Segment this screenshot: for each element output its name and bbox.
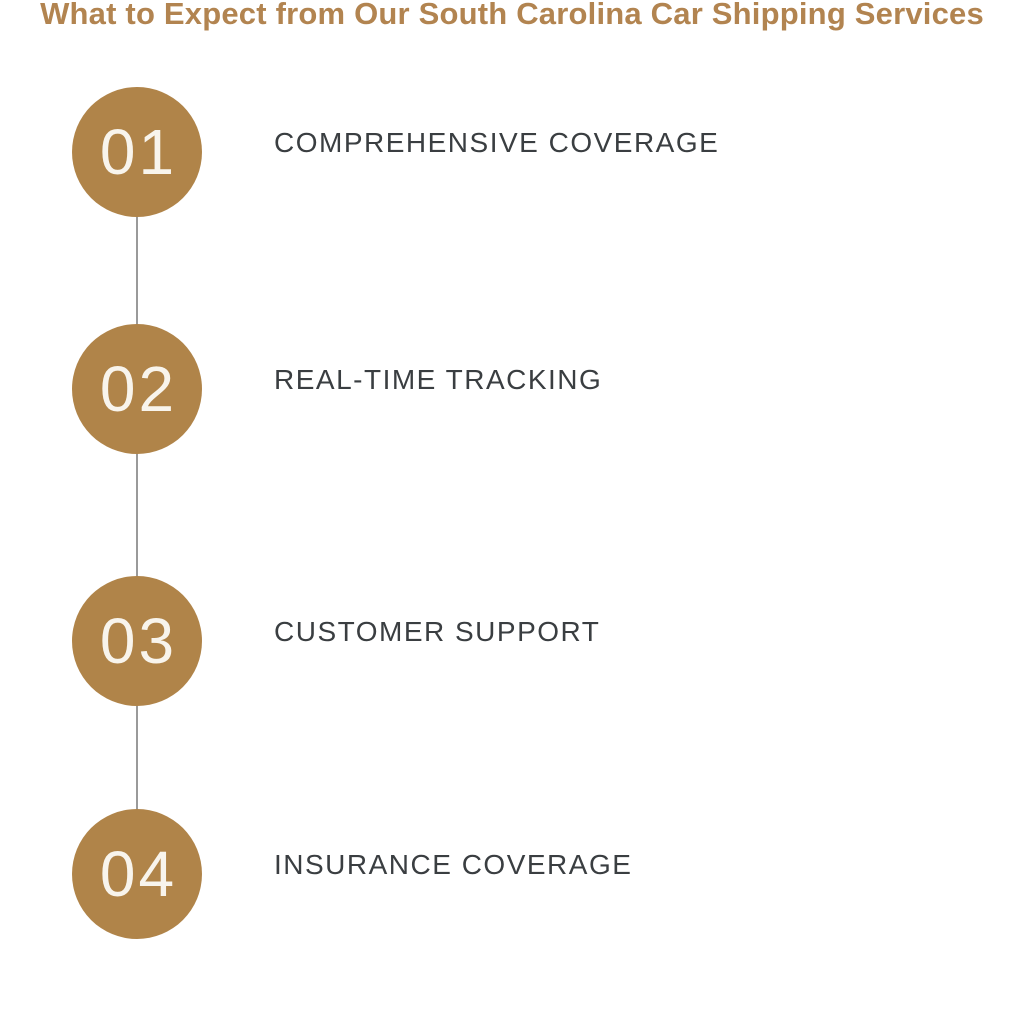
step-2-number: 02 <box>99 353 178 425</box>
page-title: What to Expect from Our South Carolina C… <box>40 0 984 31</box>
step-item-1: 01 COMPREHENSIVE COVERAGE <box>0 87 1024 217</box>
step-2-number-badge: 02 <box>72 324 202 454</box>
step-1-number: 01 <box>99 116 178 188</box>
step-2-label: REAL-TIME TRACKING <box>274 364 603 395</box>
step-4-number: 04 <box>99 838 178 910</box>
connector-line <box>136 152 138 874</box>
step-item-2: 02 REAL-TIME TRACKING <box>0 324 1024 454</box>
step-1-label: COMPREHENSIVE COVERAGE <box>274 127 720 158</box>
step-4-number-badge: 04 <box>72 809 202 939</box>
step-item-4: 04 INSURANCE COVERAGE <box>0 809 1024 939</box>
step-1-number-badge: 01 <box>72 87 202 217</box>
step-3-number-badge: 03 <box>72 576 202 706</box>
step-3-label: CUSTOMER SUPPORT <box>274 616 601 647</box>
step-3-number: 03 <box>99 605 178 677</box>
step-4-label: INSURANCE COVERAGE <box>274 849 633 880</box>
step-item-3: 03 CUSTOMER SUPPORT <box>0 576 1024 706</box>
